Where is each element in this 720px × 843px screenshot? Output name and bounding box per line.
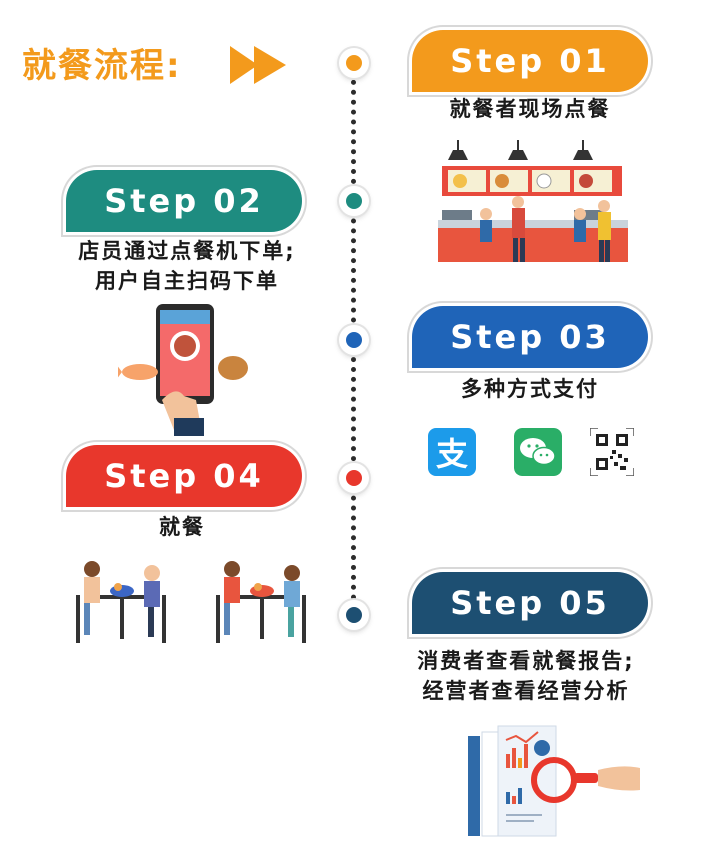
caption-line: 多种方式支付 [461,377,599,401]
phone-ordering-illustration [118,304,248,436]
qr-code-icon [590,428,634,476]
step-04-caption: 就餐 [82,512,282,542]
wechat-icon [514,428,562,476]
step-03-caption: 多种方式支付 [400,374,660,404]
step-05-badge: Step 05 [412,572,648,634]
alipay-icon: 支 [428,428,476,476]
step-04-badge: Step 04 [66,445,302,507]
report-analysis-illustration [468,725,640,837]
timeline-node-2 [339,186,369,216]
timeline-node-4 [339,463,369,493]
caption-line: 就餐 [159,515,205,539]
step-02-badge: Step 02 [66,170,302,232]
timeline-node-3 [339,325,369,355]
step-01-badge: Step 01 [412,30,648,92]
caption-line: 用户自主扫码下单 [95,269,279,293]
dining-people-illustration [76,561,306,643]
caption-line: 就餐者现场点餐 [449,97,611,121]
double-arrow-icon [230,46,286,84]
page-title: 就餐流程: [22,46,182,86]
restaurant-counter-illustration [438,140,628,262]
step-01-caption: 就餐者现场点餐 [400,94,660,124]
caption-line: 经营者查看经营分析 [422,679,630,703]
step-02-caption: 店员通过点餐机下单; 用户自主扫码下单 [42,236,332,296]
timeline-node-5 [339,600,369,630]
caption-line: 店员通过点餐机下单; [78,239,296,263]
timeline-node-1 [339,48,369,78]
step-03-badge: Step 03 [412,306,648,368]
caption-line: 消费者查看就餐报告; [417,649,635,673]
step-05-caption: 消费者查看就餐报告; 经营者查看经营分析 [376,646,676,706]
